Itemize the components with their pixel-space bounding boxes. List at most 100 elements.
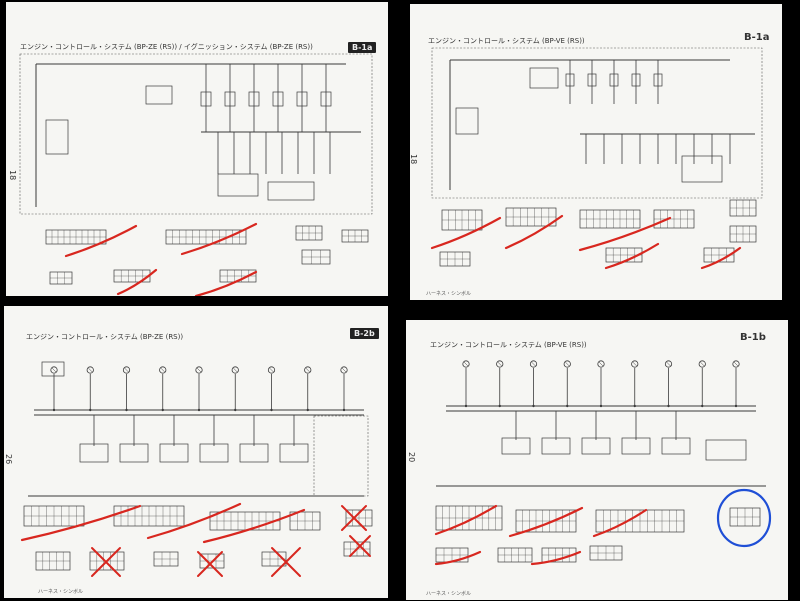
sensor-symbol [462,360,470,368]
sensor-symbol [631,360,639,368]
wiring-diagram [20,361,373,577]
sensor-symbol [159,366,167,374]
module-box [705,439,747,461]
sensor-module-box [41,361,65,377]
wire-junction [599,404,603,408]
wire-junction [532,404,535,408]
sensor-mark [565,361,570,367]
sensor-symbol [122,366,131,374]
red-strike-mark [20,504,142,542]
wire-junction [270,408,273,412]
actuator-box [621,437,651,455]
red-strike-mark [64,224,138,258]
injector-symbol [565,73,575,87]
sensor-mark [196,367,202,373]
harness-symbol-footer: ハーネス・シンボル [426,591,472,597]
sensor-symbol [304,366,312,374]
wire-junction [89,408,92,412]
manual-page-4: エンジン・コントロール・システム (BP-VE (RS)) B-1b 20 ハー… [406,320,788,600]
main-relay-box [529,67,559,89]
injector-symbol [320,91,332,107]
actuator-box [79,443,109,463]
sensor-mark [632,361,637,367]
page-title: エンジン・コントロール・システム (BP-ZE (RS)) [26,333,184,341]
sensor-symbol [529,360,538,368]
red-x-mark [91,547,121,577]
wire-junction [498,404,501,408]
wire-junction [667,404,670,408]
red-strike-mark [194,270,258,296]
actuator-box [541,437,571,455]
injector-symbol [609,73,619,87]
sensor-mark [463,361,469,367]
blue-circle-mark [716,488,772,548]
red-strike-mark [116,268,158,296]
injector-symbol [200,91,212,107]
relay-box [455,107,479,135]
ignition-coil-box [217,173,259,197]
ignition-coil-box [267,181,315,201]
diagram-frame [431,47,763,199]
injector-symbol [248,91,260,107]
wire-junction [566,404,569,408]
actuator-box [279,443,309,463]
sensor-symbol [664,360,673,368]
sensor-mark [341,367,347,373]
actuator-box [119,443,149,463]
sensor-mark [51,367,57,373]
wire-junction [125,408,128,412]
actuator-box [159,443,189,463]
red-strike-mark [700,246,742,270]
injector-symbol [224,91,236,107]
red-strike-mark [504,214,564,250]
red-strike-mark [592,508,648,538]
injector-symbol [272,91,284,107]
red-strike-mark [508,506,584,538]
red-strike-mark [146,502,242,540]
red-strike-mark [530,550,582,566]
diagram-code: B-1b [740,332,766,343]
sensor-symbol [195,366,203,374]
red-strike-mark [434,504,498,536]
sensor-symbol [50,366,58,374]
main-relay-box [145,85,173,105]
diagram-code: B-2b [350,328,379,339]
sensor-symbol [86,366,94,374]
sensor-mark [733,361,739,367]
red-strike-mark [604,242,660,270]
wire-junction [234,408,237,412]
actuator-box [661,437,691,455]
wire-junction [306,408,309,412]
diagram-code: B-1a [744,32,770,43]
sensor-mark [160,367,165,373]
harness-symbol-footer: ハーネス・シンボル [38,589,84,595]
sensor-mark [88,367,93,373]
actuator-box [199,443,229,463]
sensor-mark [598,361,604,367]
wire-junction [734,404,738,408]
sensor-symbol [597,360,605,368]
module-outline [313,415,369,497]
sensor-mark [305,367,310,373]
wire-junction [161,408,164,412]
red-x-mark [341,505,367,531]
manual-page-1: エンジン・コントロール・システム (BP-ZE (RS)) / イグニッション・… [6,2,388,296]
sensor-mark [531,361,536,367]
sensor-mark [124,367,129,373]
actuator-box [239,443,269,463]
wiring-diagram [19,53,373,296]
red-strike-mark [202,508,306,544]
wire-junction [633,404,636,408]
page-title: エンジン・コントロール・システム (BP-ZE (RS)) / イグニッション・… [20,43,313,51]
red-strike-mark [180,222,258,256]
sensor-symbol [732,360,740,368]
manual-page-3: エンジン・コントロール・システム (BP-ZE (RS)) B-2b 26 ハー… [4,306,388,598]
red-strike-mark [578,216,672,252]
injector-symbol [653,73,663,87]
sensor-symbol [231,366,239,374]
module-box [681,155,723,183]
wiring-diagram [434,360,772,566]
diagram-code: B-1a [348,42,377,53]
wiring-diagram [430,47,763,270]
injector-symbol [587,73,597,87]
